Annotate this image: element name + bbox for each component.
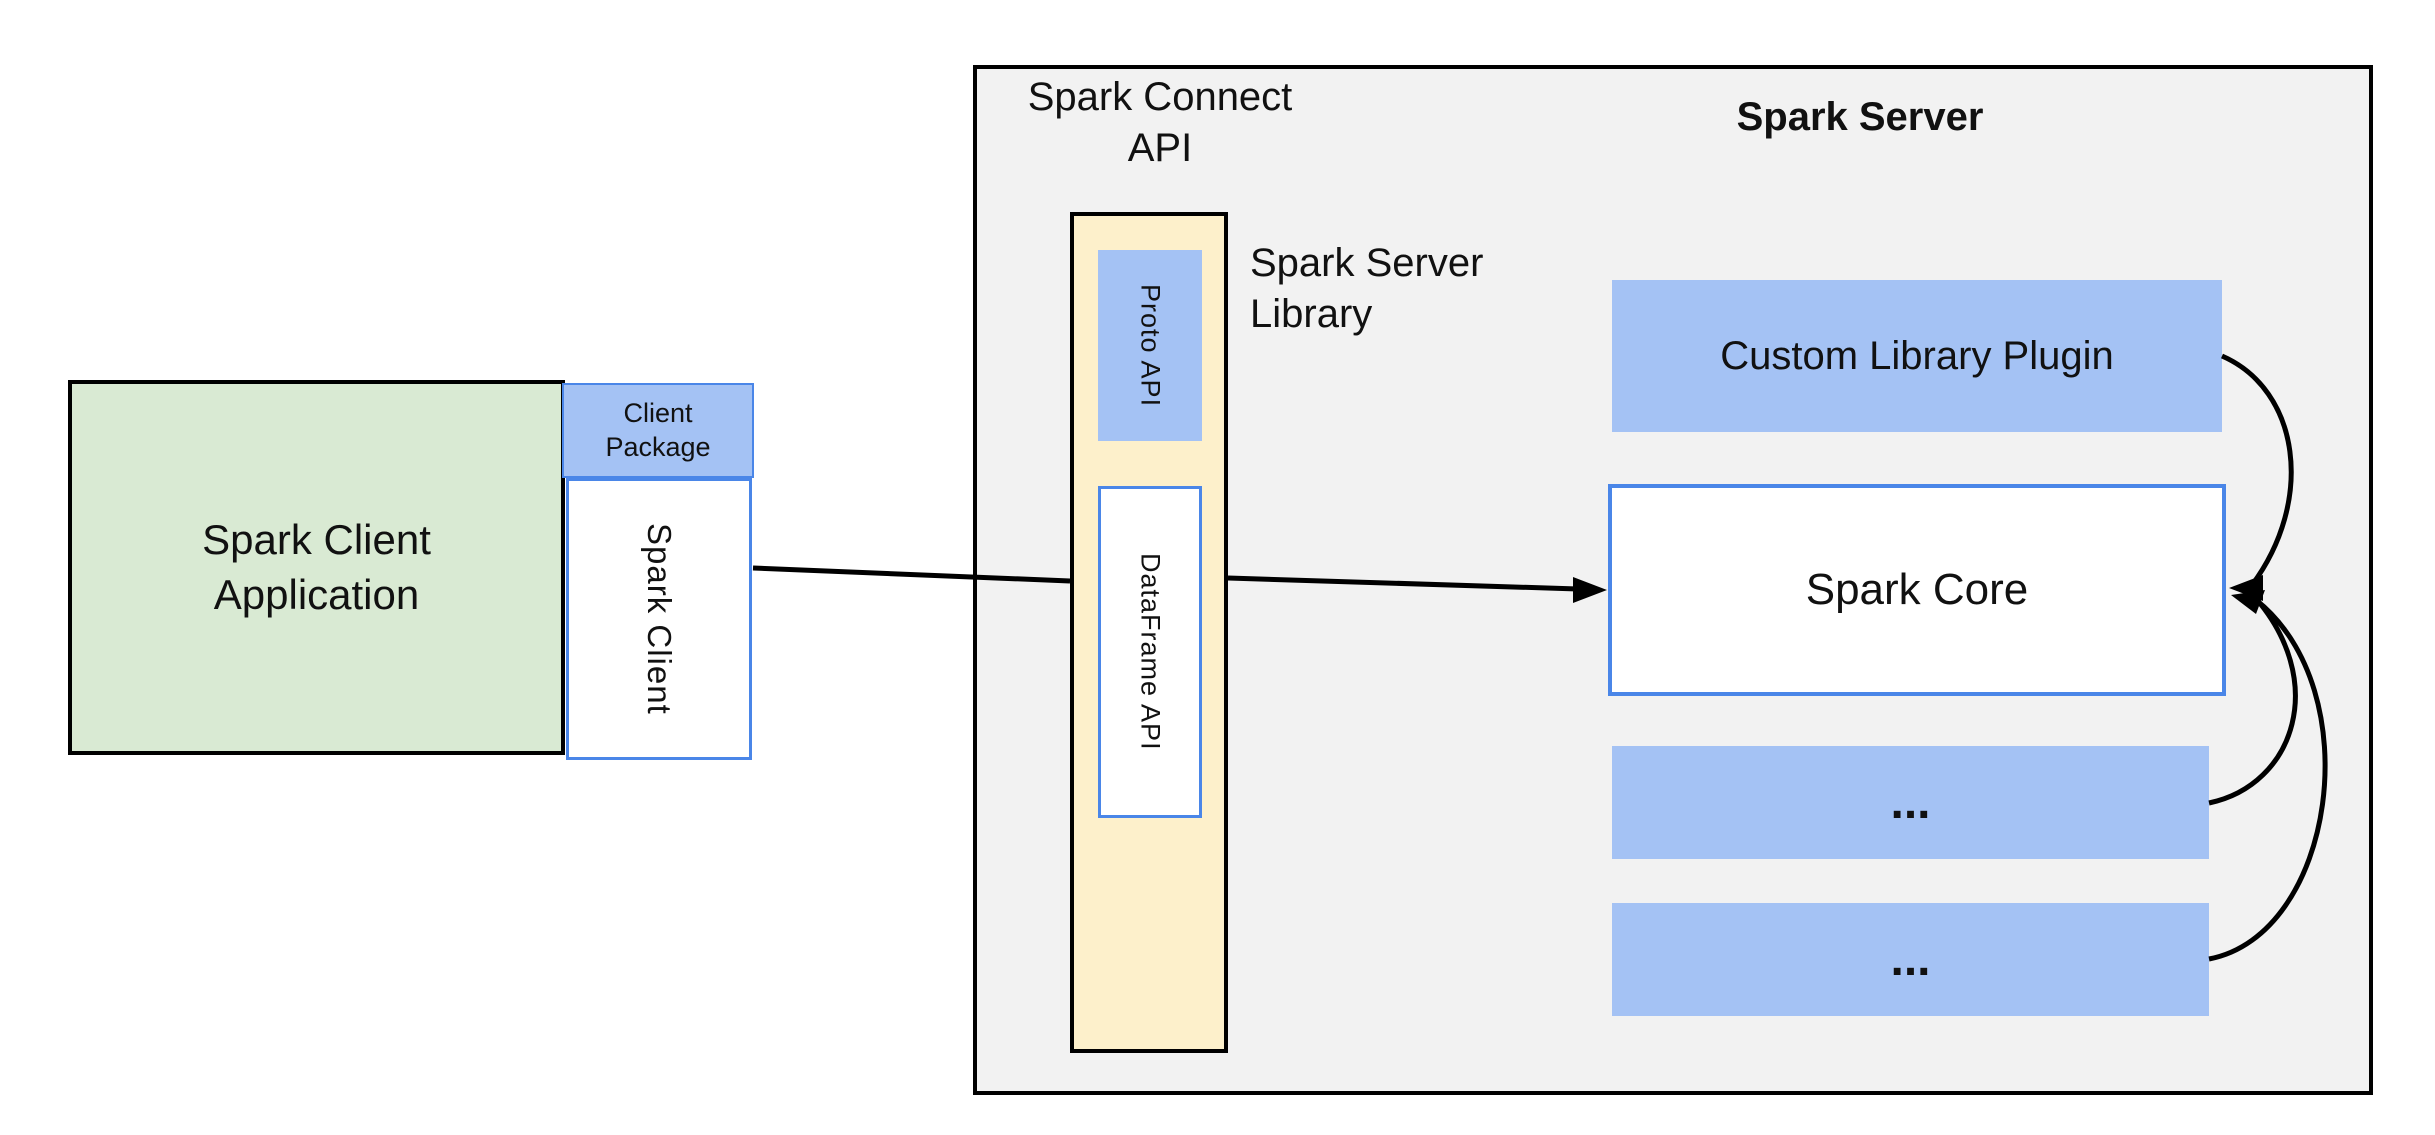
custom-library-plugin-label: Custom Library Plugin [1720,333,2114,378]
spark-server-library-label: Spark Server Library [1250,241,1484,336]
dataframe-api-box: DataFrame API [1098,486,1202,818]
spark-client-application-label: Spark Client Application [202,515,431,618]
proto-api-box: Proto API [1098,250,1202,441]
proto-api-label: Proto API [1135,283,1166,408]
client-package-label: Client Package [605,397,711,462]
spark-core-label: Spark Core [1805,565,2029,614]
client-package-box: Client Package [562,383,754,478]
more-plugins-box-1: ... [1612,746,2209,859]
more-plugins-label-1: ... [1890,776,1931,829]
spark-server-title: Spark Server [1736,95,1984,139]
spark-core-box: Spark Core [1608,484,2226,696]
spark-client-application-box: Spark Client Application [68,380,565,755]
spark-connect-api-label: Spark Connect API [1027,75,1293,171]
custom-library-plugin-box: Custom Library Plugin [1612,280,2222,432]
spark-client-box: Spark Client [566,478,752,760]
dataframe-api-label: DataFrame API [1135,553,1166,751]
spark-client-label: Spark Client [641,523,678,715]
more-plugins-box-2: ... [1612,903,2209,1016]
more-plugins-label-2: ... [1890,933,1931,986]
